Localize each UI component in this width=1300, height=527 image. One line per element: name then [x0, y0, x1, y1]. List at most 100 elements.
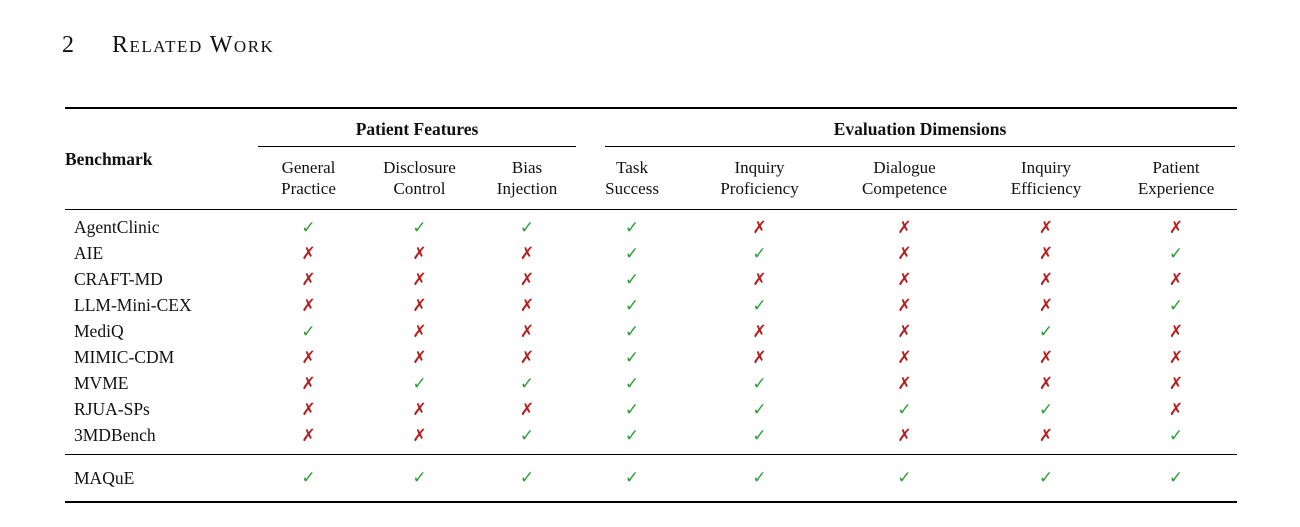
group-header-row: Benchmark Patient Features Evaluation Di…: [65, 108, 1237, 169]
column-header-2: Disclosure Control: [383, 157, 456, 198]
benchmark-name: RJUA-SPs: [74, 399, 150, 420]
benchmark-name: 3MDBench: [74, 425, 156, 446]
check-icon: ✓: [624, 322, 640, 342]
table-cell: ✗: [255, 423, 362, 455]
table-row: LLM-Mini-CEX✗✗✗✓✓✗✗✓: [65, 293, 1237, 319]
table-cell: ✓: [577, 371, 687, 397]
check-icon: ✓: [624, 296, 640, 316]
table-cell: ✗: [255, 345, 362, 371]
cross-icon: ✗: [301, 400, 316, 420]
table-row: MIMIC-CDM✗✗✗✓✗✗✗✗: [65, 345, 1237, 371]
table-cell: ✗: [832, 423, 977, 455]
table-cell: ✓: [255, 455, 362, 503]
benchmark-column-header: Benchmark: [65, 148, 153, 169]
cross-icon: ✗: [897, 244, 912, 264]
check-icon: ✓: [519, 218, 535, 238]
check-icon: ✓: [1038, 468, 1054, 488]
table-cell: ✗: [832, 371, 977, 397]
table-row: RJUA-SPs✗✗✗✓✓✓✓✗: [65, 397, 1237, 423]
check-icon: ✓: [519, 468, 535, 488]
group-header-evaluation-dimensions: Evaluation Dimensions: [577, 108, 1237, 147]
cross-icon: ✗: [519, 244, 535, 264]
cross-icon: ✗: [412, 348, 427, 368]
benchmark-comparison-table: Benchmark Patient Features Evaluation Di…: [65, 107, 1238, 503]
table-row: MAQuE ✓ ✓ ✓ ✓ ✓ ✓ ✓ ✓: [65, 455, 1237, 503]
table-cell: ✗: [477, 397, 577, 423]
cross-icon: ✗: [301, 296, 316, 316]
table-body: AgentClinic✓✓✓✓✗✗✗✗AIE✗✗✗✓✓✗✗✓CRAFT-MD✗✗…: [65, 210, 1237, 455]
cross-icon: ✗: [897, 348, 912, 368]
cross-icon: ✗: [301, 270, 316, 290]
benchmark-name: MIMIC-CDM: [74, 347, 175, 368]
check-icon: ✓: [897, 468, 912, 488]
table-cell: ✗: [832, 319, 977, 345]
cross-icon: ✗: [1038, 426, 1054, 446]
table-cell: ✗: [255, 267, 362, 293]
table-cell: ✓: [577, 267, 687, 293]
table-cell: ✗: [977, 293, 1115, 319]
table-cell: ✓: [577, 345, 687, 371]
table-cell: ✓: [577, 241, 687, 267]
table-cell: ✗: [362, 397, 477, 423]
column-header-4: Task Success: [605, 157, 659, 198]
column-header-5: Inquiry Proficiency: [720, 157, 799, 198]
table-cell: ✗: [362, 293, 477, 319]
table-cell: ✗: [832, 267, 977, 293]
check-icon: ✓: [752, 468, 767, 488]
check-icon: ✓: [624, 270, 640, 290]
table-cell: ✗: [362, 319, 477, 345]
check-icon: ✓: [1038, 400, 1054, 420]
cross-icon: ✗: [519, 270, 535, 290]
check-icon: ✓: [1168, 244, 1184, 264]
table-cell: ✓: [687, 455, 832, 503]
table-cell: ✓: [477, 455, 577, 503]
table-cell: ✗: [1115, 397, 1237, 423]
cross-icon: ✗: [1038, 348, 1054, 368]
table-cell: ✗: [832, 210, 977, 242]
check-icon: ✓: [897, 400, 912, 420]
table-cell: ✓: [362, 210, 477, 242]
cross-icon: ✗: [519, 322, 535, 342]
table-cell: ✓: [832, 455, 977, 503]
table-cell: ✗: [832, 241, 977, 267]
check-icon: ✓: [519, 426, 535, 446]
table-cell: ✓: [477, 210, 577, 242]
table-row: AIE✗✗✗✓✓✗✗✓: [65, 241, 1237, 267]
check-icon: ✓: [1168, 468, 1184, 488]
cross-icon: ✗: [897, 270, 912, 290]
table-cell: ✓: [477, 371, 577, 397]
table-cell: ✗: [477, 241, 577, 267]
column-header-8: Patient Experience: [1137, 157, 1215, 198]
check-icon: ✓: [301, 218, 316, 238]
table-cell: ✓: [577, 423, 687, 455]
cross-icon: ✗: [897, 296, 912, 316]
check-icon: ✓: [752, 374, 767, 394]
table-cell: ✗: [477, 267, 577, 293]
table-cell: ✓: [255, 210, 362, 242]
cross-icon: ✗: [1038, 374, 1054, 394]
cross-icon: ✗: [301, 348, 316, 368]
cross-icon: ✗: [301, 374, 316, 394]
check-icon: ✓: [752, 244, 767, 264]
table-cell: ✗: [477, 345, 577, 371]
cross-icon: ✗: [897, 218, 912, 238]
table-cell: ✓: [362, 371, 477, 397]
cross-icon: ✗: [1038, 218, 1054, 238]
check-icon: ✓: [624, 218, 640, 238]
cross-icon: ✗: [752, 322, 767, 342]
table-cell: ✗: [1115, 371, 1237, 397]
check-icon: ✓: [412, 468, 427, 488]
table-cell: ✓: [687, 241, 832, 267]
table-cell: ✗: [687, 319, 832, 345]
section-title: Related Work: [112, 32, 275, 58]
cross-icon: ✗: [412, 270, 427, 290]
check-icon: ✓: [624, 244, 640, 264]
cross-icon: ✗: [752, 348, 767, 368]
check-icon: ✓: [624, 468, 640, 488]
check-icon: ✓: [301, 468, 316, 488]
cross-icon: ✗: [752, 218, 767, 238]
table-cell: ✗: [255, 397, 362, 423]
benchmark-name: MAQuE: [74, 467, 135, 488]
group-header-label: Patient Features: [355, 119, 479, 139]
